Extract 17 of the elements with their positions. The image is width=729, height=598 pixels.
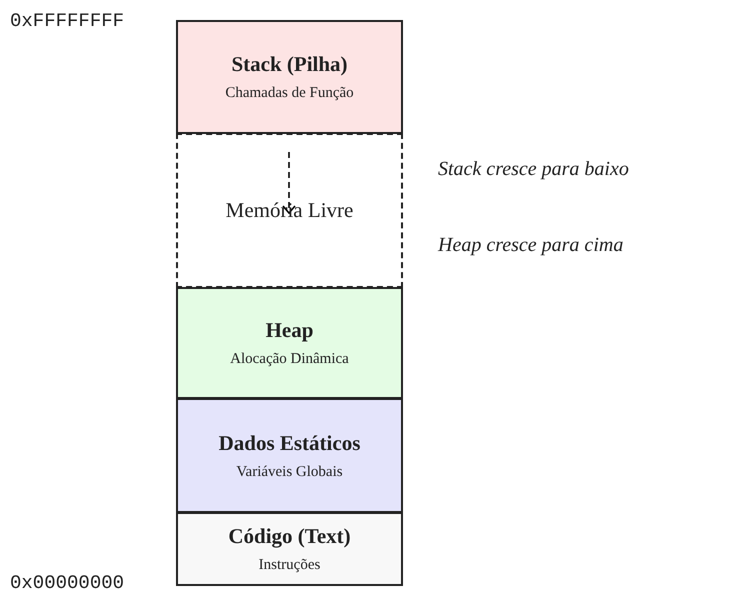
segment-title: Memória Livre <box>226 198 354 223</box>
memory-segment <box>176 398 403 513</box>
segment-description: Alocação Dinâmica <box>230 351 349 368</box>
address-label: 0xFFFFFFFF <box>10 10 124 32</box>
memory-segment <box>176 512 403 586</box>
segment-title: Stack (Pilha) <box>231 52 348 77</box>
segment-description: Chamadas de Função <box>225 85 354 102</box>
segment-title: Dados Estáticos <box>218 430 360 456</box>
memory-segment <box>176 20 403 134</box>
segment-title: Código (Text) <box>228 524 351 549</box>
memory-segment <box>176 287 403 399</box>
note: Heap cresce para cima <box>438 234 624 257</box>
segment-title: Heap <box>266 318 314 343</box>
note: Stack cresce para baixo <box>438 158 629 181</box>
segment-description: Instruções <box>258 557 320 574</box>
address-label: 0x00000000 <box>10 572 124 594</box>
segment-description: Variáveis Globais <box>236 464 343 480</box>
